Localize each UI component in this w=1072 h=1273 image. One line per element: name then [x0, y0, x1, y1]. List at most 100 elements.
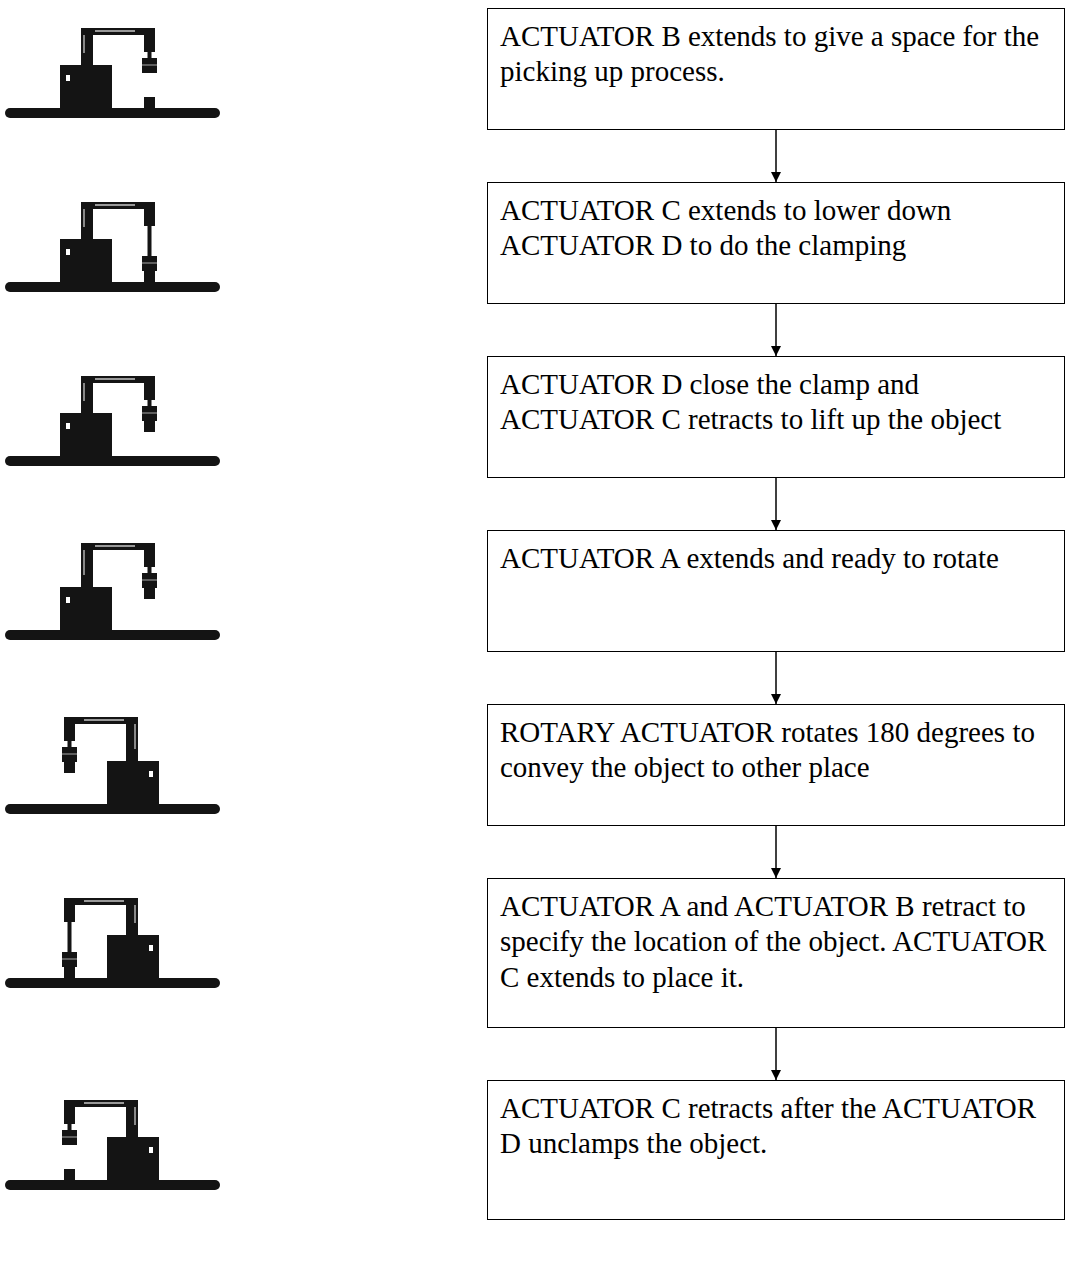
actuator-c-rod — [148, 52, 152, 58]
arm-rod — [95, 30, 135, 32]
gripper-jaw-line — [142, 262, 157, 264]
actuator-b-arm — [68, 1100, 138, 1107]
robot-arm — [62, 717, 159, 804]
column-highlight — [83, 546, 85, 575]
step-illustration — [5, 202, 220, 292]
actuator-c-body — [64, 898, 75, 922]
ground-bar — [5, 108, 220, 118]
actuator-d-gripper — [142, 58, 157, 73]
rotary-base — [60, 587, 112, 630]
arm-rod — [84, 900, 124, 902]
actuator-b-arm — [81, 28, 151, 35]
rotary-base — [60, 239, 112, 282]
actuator-d-gripper — [142, 256, 157, 271]
flow-arrow — [775, 826, 777, 878]
rotary-base — [60, 413, 112, 456]
workpiece — [144, 588, 155, 599]
rotary-base — [107, 761, 159, 804]
arm-rod — [95, 204, 135, 206]
actuator-b-arm — [81, 376, 151, 383]
actuator-c-body — [64, 717, 75, 741]
arm-rod — [84, 719, 124, 721]
gripper-jaw-line — [62, 753, 77, 755]
gripper-jaw-line — [142, 412, 157, 414]
ground-bar — [5, 456, 220, 466]
flow-arrow — [775, 130, 777, 182]
flow-arrow — [775, 478, 777, 530]
actuator-d-gripper — [62, 1130, 77, 1145]
rotary-base — [107, 935, 159, 978]
arm-rod — [84, 1102, 124, 1104]
base-port — [149, 1147, 153, 1153]
step-illustration — [5, 717, 220, 814]
arm-rod — [95, 545, 135, 547]
illustrations — [5, 28, 220, 1190]
robot-arm — [62, 1100, 159, 1180]
robot-arm — [60, 376, 157, 456]
ground-bar — [5, 630, 220, 640]
process-box: ACTUATOR C extends to lower down ACTUATO… — [487, 182, 1065, 304]
base-port — [66, 423, 70, 429]
workpiece — [64, 762, 75, 773]
actuator-c-rod — [148, 400, 152, 406]
gripper-jaw-line — [62, 1136, 77, 1138]
robot-arm — [60, 28, 157, 108]
gripper-jaw-line — [62, 958, 77, 960]
process-box: ACTUATOR B extends to give a space for t… — [487, 8, 1065, 130]
step-illustration — [5, 1100, 220, 1190]
step-text: ACTUATOR B extends to give a space for t… — [500, 19, 1052, 90]
process-box: ROTARY ACTUATOR rotates 180 degrees to c… — [487, 704, 1065, 826]
ground-bar — [5, 804, 220, 814]
process-box: ACTUATOR A extends and ready to rotate — [487, 530, 1065, 652]
step-text: ACTUATOR D close the clamp and ACTUATOR … — [500, 367, 1052, 438]
ground-bar — [5, 978, 220, 988]
step-illustration — [5, 28, 220, 118]
flow-arrow — [775, 1028, 777, 1080]
step-text: ACTUATOR A extends and ready to rotate — [500, 541, 1052, 576]
flow-arrow — [775, 304, 777, 356]
workpiece — [144, 97, 155, 108]
base-port — [66, 597, 70, 603]
actuator-d-gripper — [62, 952, 77, 967]
process-box: ACTUATOR D close the clamp and ACTUATOR … — [487, 356, 1065, 478]
step-illustration — [5, 898, 220, 988]
robot-arm — [60, 543, 157, 630]
step-text: ACTUATOR C retracts after the ACTUATOR D… — [500, 1091, 1052, 1162]
actuator-d-gripper — [62, 747, 77, 762]
flow-arrow — [775, 652, 777, 704]
actuator-c-body — [144, 28, 155, 52]
actuator-b-arm — [68, 717, 138, 724]
base-port — [66, 249, 70, 255]
actuator-c-rod — [68, 1124, 72, 1130]
ground-bar — [5, 282, 220, 292]
process-box: ACTUATOR A and ACTUATOR B retract to spe… — [487, 878, 1065, 1028]
rotary-base — [60, 65, 112, 108]
robot-arm — [60, 202, 157, 282]
process-box: ACTUATOR C retracts after the ACTUATOR D… — [487, 1080, 1065, 1220]
gripper-jaw-line — [142, 64, 157, 66]
actuator-c-body — [64, 1100, 75, 1124]
actuator-c-rod — [148, 567, 152, 573]
actuator-d-gripper — [142, 573, 157, 588]
column-highlight — [134, 720, 136, 749]
base-port — [66, 75, 70, 81]
workpiece — [144, 421, 155, 432]
ground-bar — [5, 1180, 220, 1190]
gripper-jaw-line — [142, 579, 157, 581]
step-illustration — [5, 376, 220, 466]
actuator-c-body — [144, 202, 155, 226]
actuator-b-arm — [81, 543, 151, 550]
step-text: ACTUATOR A and ACTUATOR B retract to spe… — [500, 889, 1052, 995]
step-text: ACTUATOR C extends to lower down ACTUATO… — [500, 193, 1052, 264]
arm-rod — [95, 378, 135, 380]
base-port — [149, 771, 153, 777]
actuator-b-arm — [68, 898, 138, 905]
workpiece — [64, 1169, 75, 1180]
actuator-c-body — [144, 543, 155, 567]
robot-arm — [62, 898, 159, 978]
actuator-c-rod — [148, 226, 152, 256]
step-text: ROTARY ACTUATOR rotates 180 degrees to c… — [500, 715, 1052, 786]
rotary-base — [107, 1137, 159, 1180]
workpiece — [144, 271, 155, 282]
